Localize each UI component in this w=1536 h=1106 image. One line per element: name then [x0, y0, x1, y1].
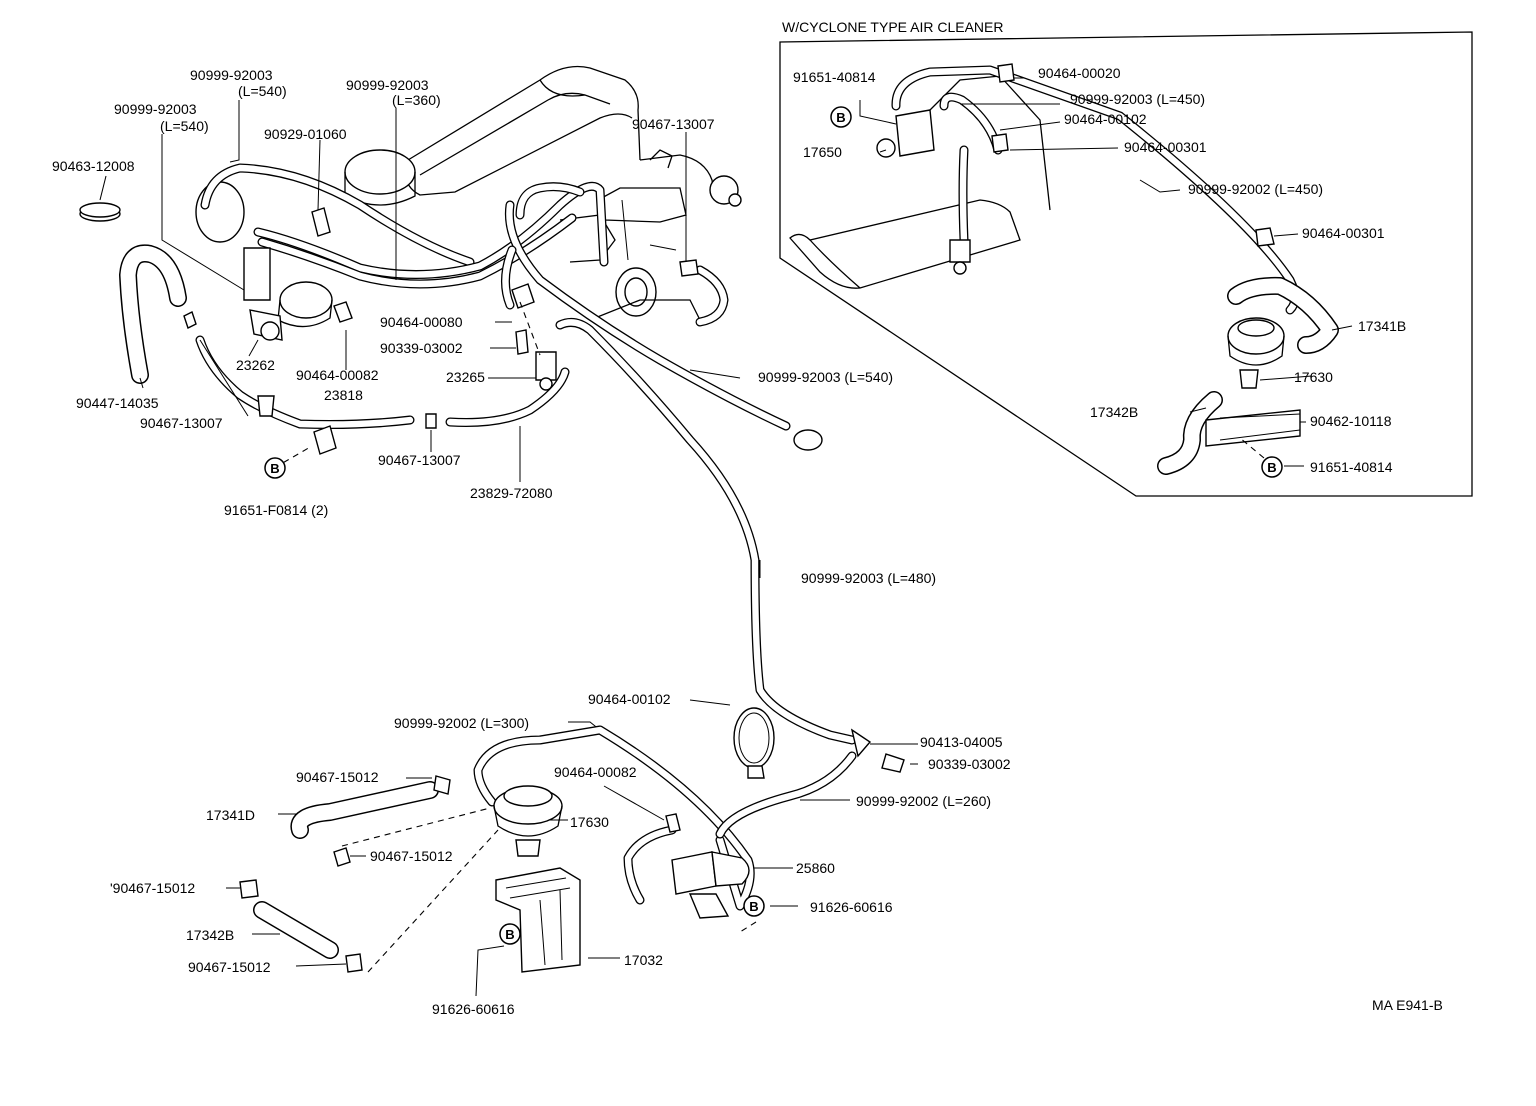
label-i13: 91651-40814	[1310, 459, 1393, 475]
label-i12: 90462-10118	[1310, 413, 1392, 429]
label-l06: (L=360)	[392, 92, 441, 108]
label-l37: 17032	[624, 952, 663, 968]
label-l03: 90999-92003	[114, 101, 197, 117]
label-l16: 23818	[324, 387, 363, 403]
label-l13: 23262	[236, 357, 275, 373]
label-l12: 23265	[446, 369, 485, 385]
label-l39: 91626-60616	[432, 1001, 515, 1017]
label-l30: 17341D	[206, 807, 255, 823]
label-i07: 90999-92002 (L=450)	[1188, 181, 1323, 197]
label-l01: 90999-92003	[190, 67, 273, 83]
label-i11: 17342B	[1090, 404, 1138, 420]
part-labels: W/CYCLONE TYPE AIR CLEANER 90999-92003 (…	[52, 19, 1443, 1017]
drawing-code: MA E941-B	[1372, 997, 1443, 1013]
label-i03: 90999-92003 (L=450)	[1070, 91, 1205, 107]
svg-text:B: B	[505, 927, 514, 942]
badge-b-5: B	[743, 895, 765, 917]
lower-assembly	[239, 707, 905, 973]
label-l02: (L=540)	[238, 83, 287, 99]
label-l32: 90467-15012	[370, 848, 453, 864]
inset-panel	[779, 31, 1473, 497]
badge-b-4: B	[499, 923, 521, 945]
label-l25: 90413-04005	[920, 734, 1003, 750]
label-l05: 90999-92003	[346, 77, 429, 93]
main-hoses	[195, 163, 857, 745]
engine-outline	[195, 65, 742, 328]
svg-text:B: B	[1267, 460, 1276, 475]
label-i01: 91651-40814	[793, 69, 876, 85]
label-l04: (L=540)	[160, 118, 209, 134]
label-l33: 25860	[796, 860, 835, 876]
label-l28: 90464-00082	[554, 764, 637, 780]
label-l21: 90999-92003 (L=540)	[758, 369, 893, 385]
label-i09: 17341B	[1358, 318, 1406, 334]
label-l23: 90464-00102	[588, 691, 671, 707]
label-i08: 90464-00301	[1302, 225, 1385, 241]
label-l20: 91651-F0814 (2)	[224, 502, 328, 518]
svg-text:B: B	[836, 110, 845, 125]
svg-text:B: B	[749, 899, 758, 914]
label-i10: 17630	[1294, 369, 1333, 385]
label-l38: 90467-15012	[188, 959, 271, 975]
label-i06: 90464-00301	[1124, 139, 1207, 155]
label-l08: 90463-12008	[52, 158, 135, 174]
badge-b-1: B	[264, 457, 286, 479]
label-l29: 90999-92002 (L=260)	[856, 793, 991, 809]
badge-b-3: B	[1261, 456, 1283, 478]
engine-components	[79, 202, 823, 455]
label-i02: 90464-00020	[1038, 65, 1121, 81]
label-l34: '90467-15012	[110, 880, 195, 896]
label-l36: 17342B	[186, 927, 234, 943]
label-l18: 90467-13007	[378, 452, 461, 468]
label-l17: 90467-13007	[140, 415, 223, 431]
hose-90447-14035	[119, 244, 187, 384]
badge-b-2: B	[830, 106, 852, 128]
label-l27: 90467-15012	[296, 769, 379, 785]
label-l09: 90467-13007	[632, 116, 715, 132]
label-i05: 17650	[803, 144, 842, 160]
label-l10: 90464-00080	[380, 314, 463, 330]
label-i04: 90464-00102	[1064, 111, 1147, 127]
b-badges: B B B B B	[264, 106, 1283, 945]
label-l24: 90999-92002 (L=300)	[394, 715, 529, 731]
inset-title: W/CYCLONE TYPE AIR CLEANER	[782, 19, 1003, 35]
label-l19: 23829-72080	[470, 485, 553, 501]
label-l14: 90464-00082	[296, 367, 379, 383]
label-l35: 91626-60616	[810, 899, 893, 915]
label-l22: 90999-92003 (L=480)	[801, 570, 936, 586]
label-l11: 90339-03002	[380, 340, 463, 356]
label-l07: 90929-01060	[264, 126, 347, 142]
label-l26: 90339-03002	[928, 756, 1011, 772]
svg-text:B: B	[270, 461, 279, 476]
label-l15: 90447-14035	[76, 395, 159, 411]
label-l31: 17630	[570, 814, 609, 830]
